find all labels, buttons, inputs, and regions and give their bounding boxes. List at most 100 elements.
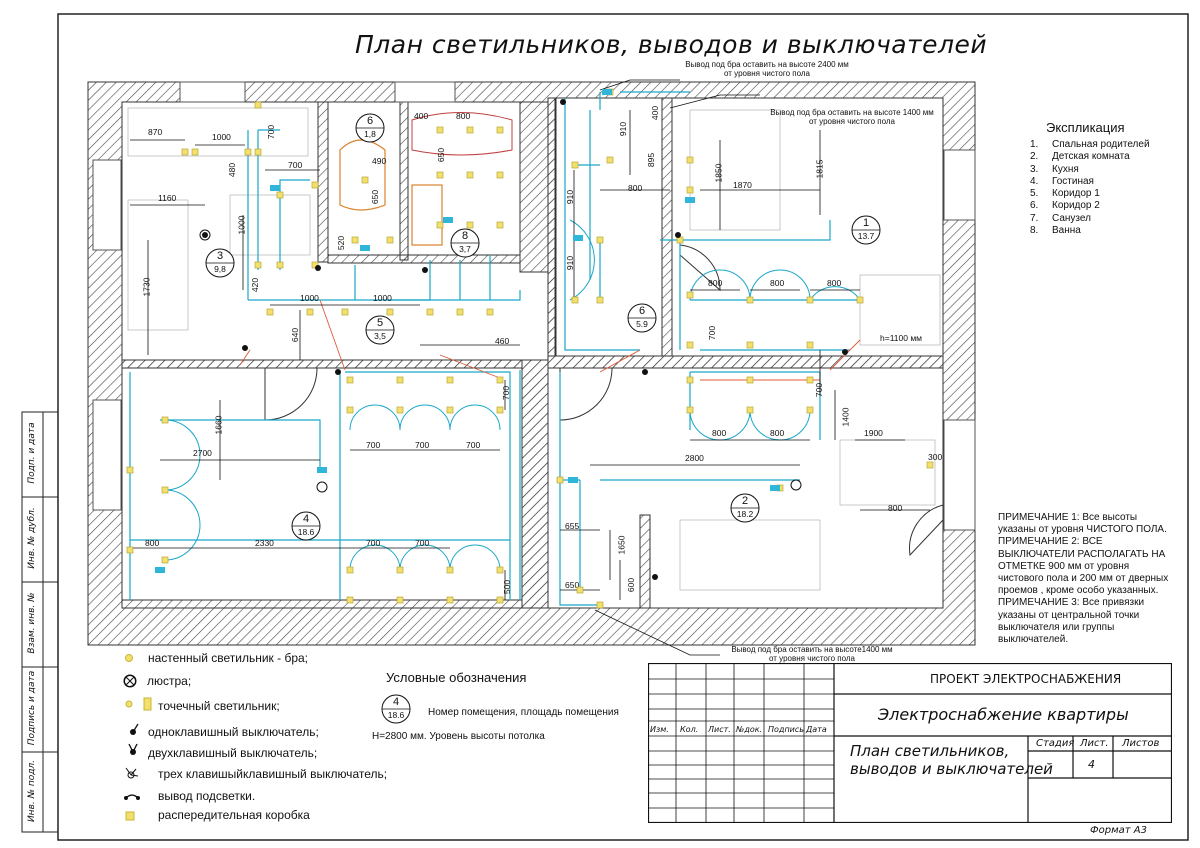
room-6b-area: 5.9	[636, 319, 648, 329]
dim-label: 300	[928, 452, 943, 462]
sample-room-number: 4	[392, 696, 400, 708]
item-number: 5.	[1030, 188, 1039, 200]
spot-light-icon	[346, 596, 354, 604]
room-5-area: 3,5	[374, 331, 386, 341]
bra-icon	[125, 654, 133, 662]
switch-icon	[842, 349, 848, 355]
spot-light-icon	[596, 601, 604, 609]
spot-light-icon	[396, 376, 404, 384]
spot-light-icon	[361, 176, 369, 184]
list-value: 4	[1088, 758, 1095, 771]
paper-format: Формат А3	[1090, 825, 1147, 836]
explication-item: 8.Ванна	[1030, 225, 1150, 237]
spot-light-icon	[396, 596, 404, 604]
note-line: выключателя или группы	[998, 621, 1115, 633]
chandelier-icon	[124, 675, 136, 687]
note-line: указаны от уровня ЧИСТОГО ПОЛА.	[998, 524, 1167, 536]
lists-label: Листов	[1122, 738, 1160, 749]
spot-light-icon	[446, 566, 454, 574]
legend-junction-box: распередительная коробка	[158, 808, 310, 822]
item-number: 4.	[1030, 175, 1039, 187]
spot-light-icon	[266, 308, 274, 316]
spot-light-icon	[254, 148, 262, 156]
dim-label: 490	[372, 156, 387, 166]
document-name: Электроснабжение квартиры	[878, 705, 1129, 724]
spot-light-icon	[351, 236, 359, 244]
spot-light-icon	[161, 416, 169, 424]
dim-label: 800	[708, 278, 723, 288]
col-izm: Изм.	[650, 725, 669, 734]
spot-light-icon	[486, 308, 494, 316]
circuit-tag-icon	[360, 245, 370, 251]
circuit-tag-icon	[270, 185, 280, 191]
spot-light-icon	[396, 406, 404, 414]
spot-light-icon	[496, 376, 504, 384]
spot-light-icon	[346, 406, 354, 414]
circuit-tag-icon	[568, 477, 578, 483]
drawing-title: План светильников, выводов и выключателе…	[355, 30, 988, 59]
note-line: ПРИМЕЧАНИЕ 3: Все привязки	[998, 597, 1145, 609]
legend-chandelier: люстра;	[147, 674, 192, 688]
switch-icon	[202, 232, 208, 238]
single-switch-icon	[130, 723, 139, 735]
spot-light-icon	[436, 126, 444, 134]
room-8-area: 3,7	[459, 244, 471, 254]
legend-symbols	[124, 654, 152, 821]
dim-label: 700	[466, 440, 481, 450]
dim-label: 650	[565, 580, 580, 590]
legend-backlight: вывод подсветки.	[158, 789, 256, 803]
spot-light-icon	[254, 101, 262, 109]
dim-label: 1160	[158, 193, 177, 203]
circuit-tag-icon	[443, 217, 453, 223]
dim-label: 700	[415, 538, 430, 548]
room-6a-number: 6	[366, 115, 374, 127]
circuit-tag-icon	[602, 89, 612, 95]
explication-item: 3.Кухня	[1030, 164, 1150, 176]
spot-light-icon	[446, 376, 454, 384]
explication-item: 7.Санузел	[1030, 213, 1150, 225]
spot-light-icon	[746, 406, 754, 414]
spot-light-icon	[571, 296, 579, 304]
switch-icon	[242, 345, 248, 351]
dim-label: 2800	[685, 453, 704, 463]
spot-light-icon	[126, 546, 134, 554]
dim-label: 800	[770, 278, 785, 288]
col-list: Лист.	[708, 725, 731, 734]
room-2-area: 18.2	[736, 509, 754, 519]
dim-label: 800	[456, 111, 471, 121]
spot-light-icon	[306, 308, 314, 316]
dim-label: 700	[288, 160, 303, 170]
note-line: от уровня чистого пола	[724, 69, 810, 78]
circuit-tag-icon	[155, 567, 165, 573]
dim-label: 800	[770, 428, 785, 438]
spot-light-icon	[686, 341, 694, 349]
spot-light-icon	[446, 406, 454, 414]
spot-light-icon	[496, 126, 504, 134]
circuit-tag-icon	[685, 197, 695, 203]
item-name: Гостиная	[1052, 175, 1094, 187]
col-kol: Кол.	[680, 725, 699, 734]
spot-light-icon	[496, 171, 504, 179]
dim-label: 800	[145, 538, 160, 548]
spot-light-icon	[191, 148, 199, 156]
spot-light-icon	[556, 476, 564, 484]
explication-list: 1.Спальная родителей 2.Детская комната 3…	[1030, 139, 1150, 237]
room-8-number: 8	[461, 230, 469, 242]
dim-label: 1900	[864, 428, 883, 438]
legend-single-switch: одноклавишный выключатель;	[148, 725, 319, 739]
col-podpis: Подпись	[768, 725, 804, 734]
spot-light-icon	[746, 376, 754, 384]
spot-light-icon	[181, 148, 189, 156]
spot-light-icon	[686, 186, 694, 194]
note-line: ВЫКЛЮЧАТЕЛИ РАСПОЛАГАТЬ НА	[998, 548, 1166, 560]
notes-block: ПРИМЕЧАНИЕ 1: Все высоты указаны от уров…	[998, 512, 1183, 646]
spot-light-icon	[426, 308, 434, 316]
spot-light-icon	[436, 221, 444, 229]
spot-light-icon	[806, 296, 814, 304]
dim-label: 700	[415, 440, 430, 450]
spot-light-icon	[571, 161, 579, 169]
item-number: 8.	[1030, 225, 1039, 237]
note-line: ПРИМЕЧАНИЕ 2: ВСЕ	[998, 536, 1103, 548]
switch-icon	[675, 232, 681, 238]
